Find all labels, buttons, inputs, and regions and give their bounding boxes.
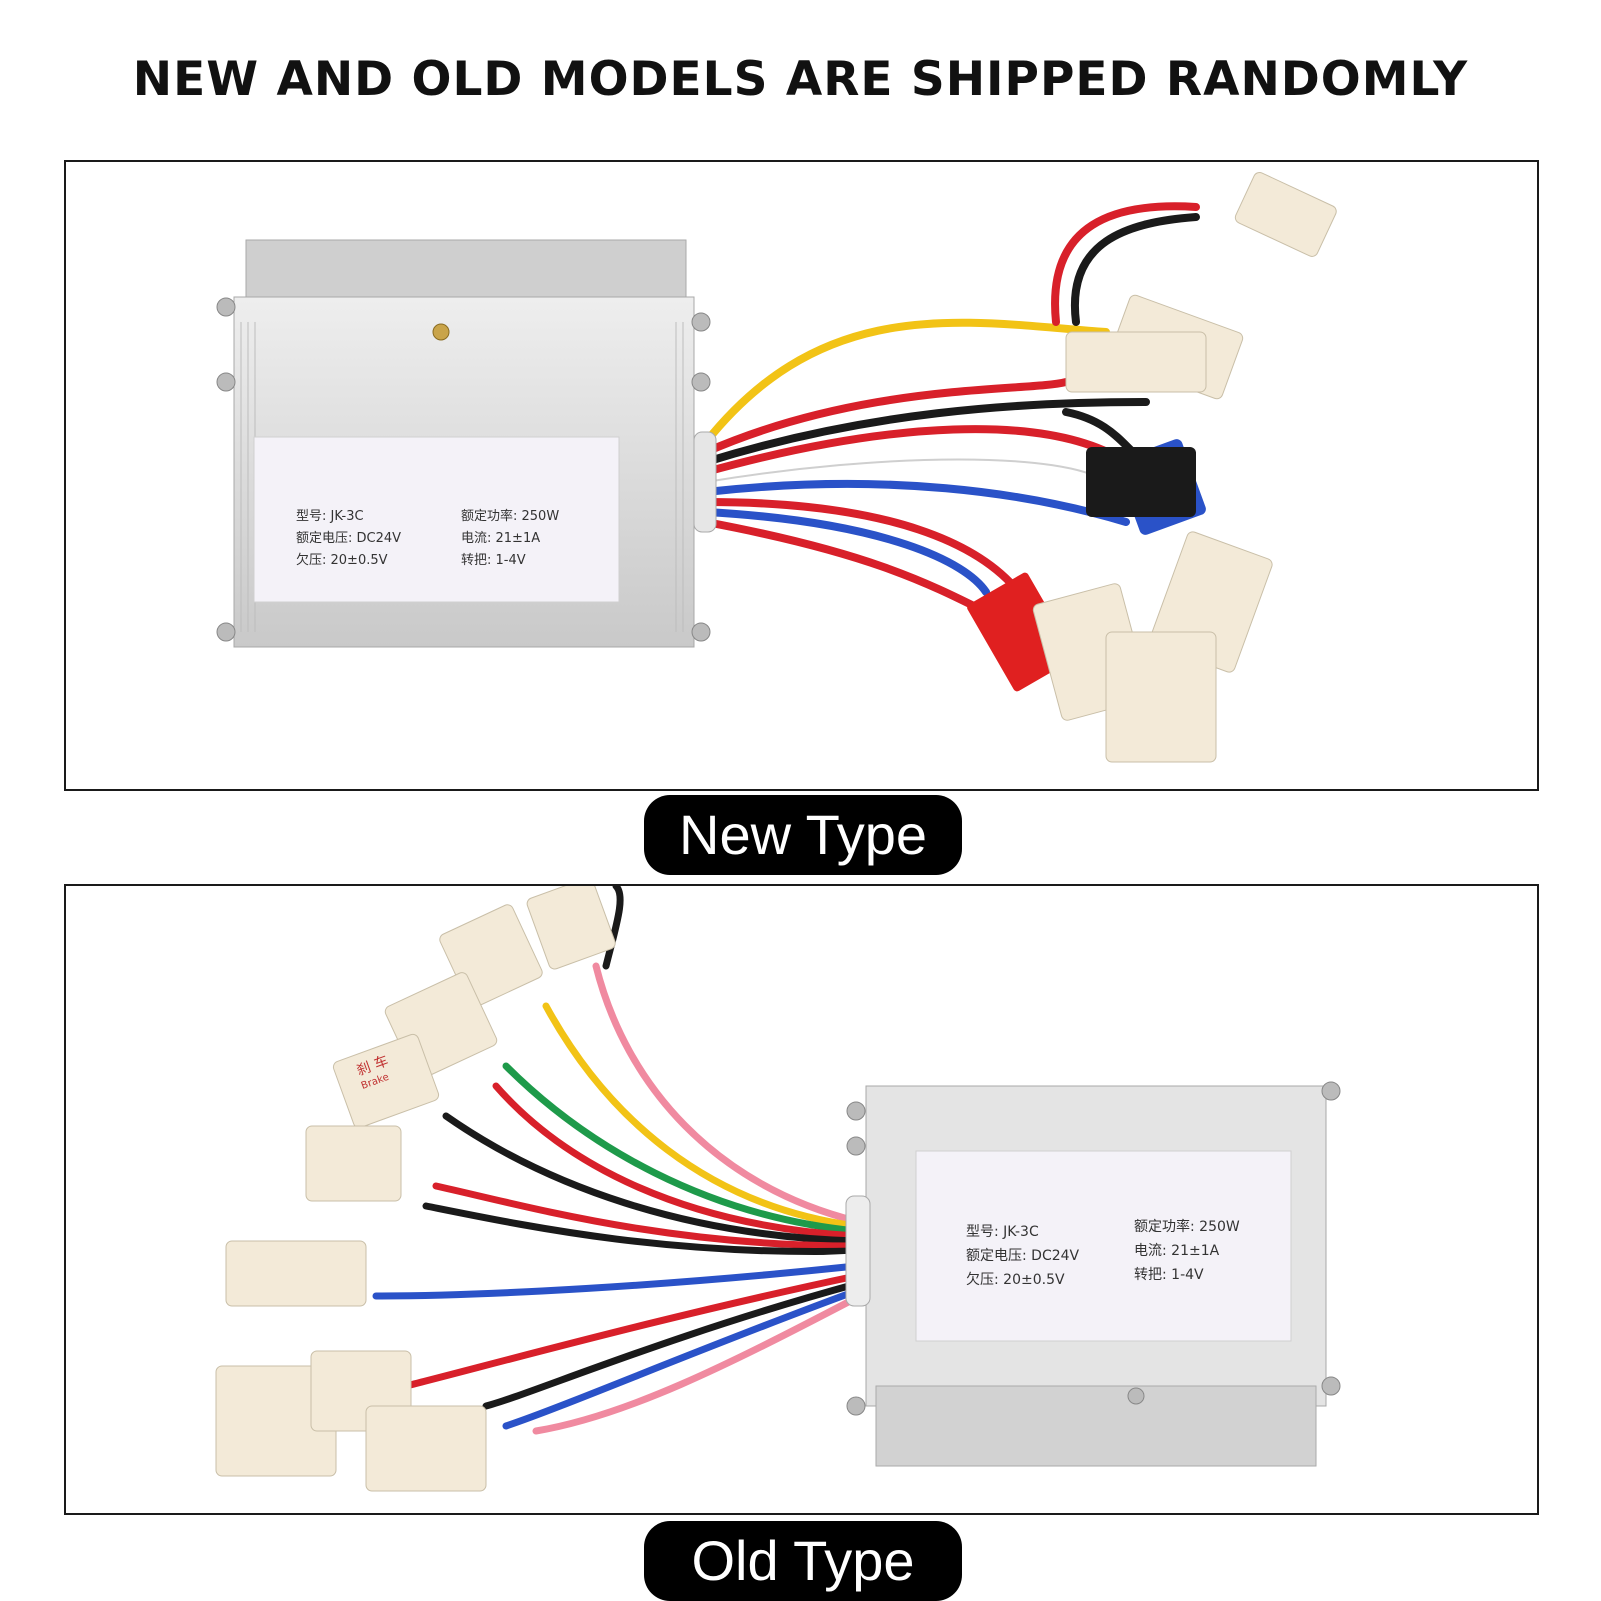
spec-undervoltage: 欠压: 20±0.5V [296,552,388,568]
spec-throttle: 转把: 1-4V [461,553,526,568]
spec-undervoltage: 欠压: 20±0.5V [966,1272,1065,1288]
connectors [967,171,1337,763]
spec-power: 额定功率: 250W [1134,1218,1240,1235]
wire-harness [372,886,861,1435]
controller-housing [845,1081,1341,1467]
headline: NEW AND OLD MODELS ARE SHIPPED RANDOMLY [132,52,1469,107]
spec-throttle: 转把: 1-4V [1134,1267,1204,1283]
spec-model: 型号: JK-3C [966,1224,1039,1240]
old-type-caption: Old Type [644,1521,962,1601]
old-type-panel: 刹 车 Brake 型号: JK-3C 额定功率: 250W 额定电压: DC2… [64,884,1539,1515]
spec-model: 型号: JK-3C [296,509,364,524]
spec-current: 电流: 21±1A [1134,1243,1220,1259]
spec-voltage: 额定电压: DC24V [966,1248,1080,1264]
spec-label [915,1150,1292,1342]
wire-harness [701,202,1200,616]
spec-voltage: 额定电压: DC24V [296,531,401,546]
brake-connector [332,1033,440,1129]
spec-power: 额定功率: 250W [461,508,559,524]
new-type-panel: 型号: JK-3C 额定功率: 250W 额定电压: DC24V 电流: 21±… [64,160,1539,791]
new-type-controller-image: 型号: JK-3C 额定功率: 250W 额定电压: DC24V 电流: 21±… [216,171,1337,763]
new-type-caption: New Type [644,795,962,875]
connectors [215,886,616,1492]
controller-housing [216,239,717,648]
spec-current: 电流: 21±1A [461,531,540,546]
old-type-controller-image: 刹 车 Brake 型号: JK-3C 额定功率: 250W 额定电压: DC2… [215,886,1341,1492]
spec-label [253,436,620,603]
